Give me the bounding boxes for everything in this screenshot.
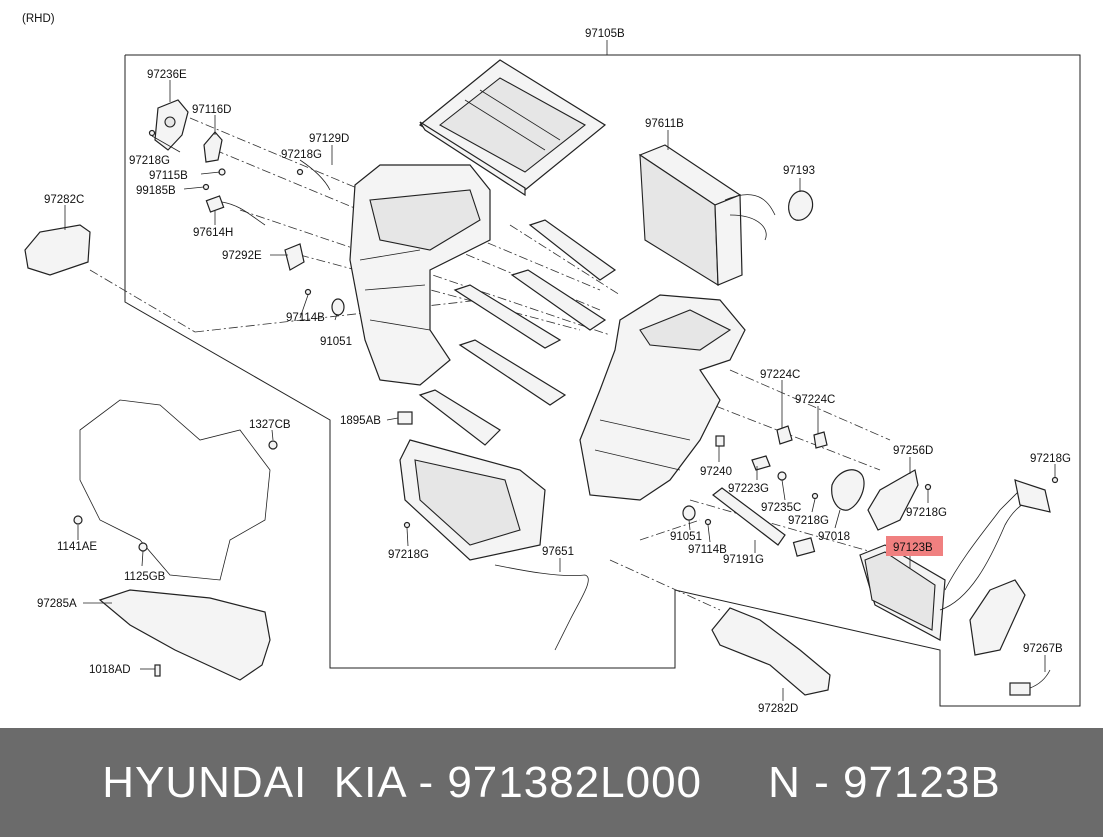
label-97123B: 97123B (893, 542, 933, 554)
clip-97224C-b (813, 431, 828, 449)
label-97218G-f: 97218G (1030, 453, 1071, 465)
label-91051-a: 91051 (320, 336, 352, 348)
actuator-97116D (203, 131, 223, 163)
label-97240: 97240 (700, 466, 732, 478)
label-97285A: 97285A (37, 598, 77, 610)
label-91051-b: 91051 (670, 531, 702, 543)
label-97191G: 97191G (723, 554, 764, 566)
label-97218G-a: 97218G (129, 155, 170, 167)
door-1895AB (418, 389, 501, 446)
label-97235C: 97235C (761, 502, 801, 514)
leader-lines (64, 80, 1056, 701)
label-97614H: 97614H (193, 227, 233, 239)
label-97282D: 97282D (758, 703, 798, 715)
actuator-97236E (154, 99, 189, 151)
clip-91051 (331, 298, 345, 316)
part-number-text: HYUNDAI KIA - 971382L000 N - 97123B (102, 757, 1001, 807)
bolt-1125GB (138, 542, 148, 552)
harness-97267B (1009, 669, 1051, 696)
exploded-parts-diagram: (RHD) 97105B (22, 13, 1081, 715)
sensor-97240 (715, 435, 725, 447)
label-1895AB: 1895AB (340, 415, 381, 427)
bracket-97292E (284, 243, 305, 271)
cover-97285A (98, 589, 271, 681)
label-97282C: 97282C (44, 194, 84, 206)
label-99185B: 99185B (136, 185, 176, 197)
label-97105B: 97105B (585, 28, 625, 40)
actuator-97018 (831, 469, 865, 511)
fastener-1018AD (154, 664, 161, 677)
label-97116D: 97116D (192, 104, 231, 116)
bolt-1141AE (73, 515, 83, 525)
duct-97282D (711, 607, 831, 696)
clip-97224C-a (776, 425, 793, 445)
evaporator-core (638, 144, 776, 287)
assembly-frame (124, 54, 1081, 707)
label-97218G-d: 97218G (788, 515, 829, 527)
clip-91051-b (682, 505, 696, 521)
rhd-tag: (RHD) (22, 13, 55, 25)
label-97114B-b: 97114B (688, 544, 727, 556)
label-97611B: 97611B (645, 118, 684, 130)
filter-frame (418, 59, 607, 197)
seal-97235C (777, 471, 787, 481)
case-left-half (349, 164, 491, 386)
case-right-half (579, 294, 746, 501)
label-97218G-e: 97218G (906, 507, 947, 519)
label-97224C-a: 97224C (760, 369, 800, 381)
bracket-97191G (712, 487, 816, 557)
label-97292E: 97292E (222, 250, 262, 262)
label-97256D: 97256D (893, 445, 933, 457)
label-1125GB: 1125GB (124, 571, 166, 583)
label-97223G: 97223G (728, 483, 769, 495)
label-1327CB: 1327CB (249, 419, 291, 431)
label-97218G-b: 97218G (281, 149, 322, 161)
label-97115B: 97115B (149, 170, 188, 182)
label-97218G-c: 97218G (388, 549, 429, 561)
wiring-97614H (205, 195, 266, 226)
label-97114B-a: 97114B (286, 312, 325, 324)
mode-doors (299, 159, 617, 406)
highlight-97123B (886, 536, 943, 556)
drain-hose-97651 (494, 564, 589, 651)
duct-97282C (24, 224, 91, 276)
label-97224C-b: 97224C (795, 394, 835, 406)
label-97651: 97651 (542, 546, 574, 558)
part-number-banner: HYUNDAI KIA - 971382L000 N - 97123B (0, 728, 1103, 837)
label-97018: 97018 (818, 531, 850, 543)
actuator-97256D (867, 469, 919, 531)
heater-core-97123B (859, 479, 1051, 656)
clip-97223G (751, 455, 771, 471)
label-97193: 97193 (783, 165, 815, 177)
clip-1895AB (397, 411, 413, 425)
label-1141AE: 1141AE (57, 541, 97, 553)
label-97236E: 97236E (147, 69, 187, 81)
label-97129D: 97129D (309, 133, 349, 145)
engine-bay-sketch (79, 399, 271, 581)
seal-97193 (788, 190, 814, 221)
label-97267B: 97267B (1023, 643, 1063, 655)
screw-1327CB (268, 440, 278, 450)
lower-case (399, 439, 546, 561)
label-1018AD: 1018AD (89, 664, 131, 676)
